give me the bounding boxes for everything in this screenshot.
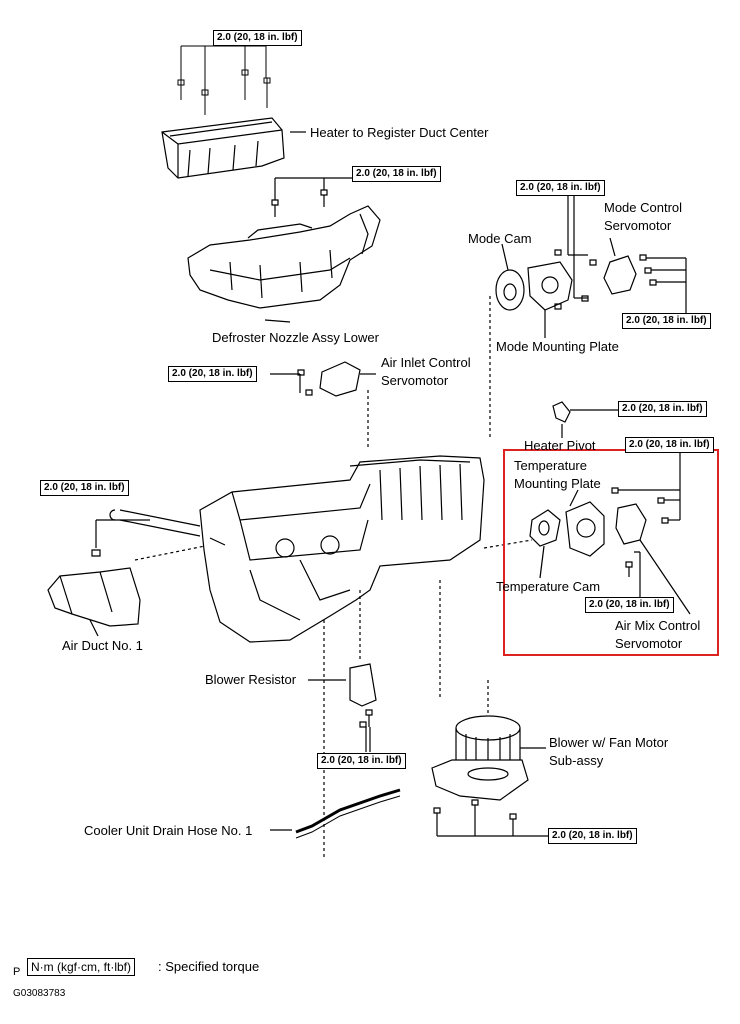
highlight-box: [503, 449, 719, 656]
blower-part: [431, 580, 548, 837]
label-blower-line2: Sub-assy: [549, 753, 604, 768]
label-air-duct: Air Duct No. 1: [62, 638, 143, 653]
label-heater-duct: Heater to Register Duct Center: [310, 125, 489, 140]
label-mode-cam: Mode Cam: [468, 231, 532, 246]
label-temp-plate-line2: Mounting Plate: [514, 476, 601, 491]
torque-label-temp-plate: 2.0 (20, 18 in. lbf): [625, 437, 714, 453]
torque-label-mode-servo: 2.0 (20, 18 in. lbf): [622, 313, 711, 329]
torque-label-air-duct: 2.0 (20, 18 in. lbf): [40, 480, 129, 496]
heater-duct-part: [161, 117, 285, 179]
heater-pivot-part: [552, 401, 618, 438]
torque-label-heater-pivot: 2.0 (20, 18 in. lbf): [618, 401, 707, 417]
label-air-mix-line2: Servomotor: [615, 636, 683, 651]
drain-hose-part: [270, 788, 401, 839]
label-air-inlet-line1: Air Inlet Control: [381, 355, 471, 370]
label-blower-resistor: Blower Resistor: [205, 672, 297, 687]
blower-resistor-part: [308, 590, 377, 860]
label-mode-servo-line2: Servomotor: [604, 218, 672, 233]
hvac-unit-part: [91, 455, 485, 643]
label-blower-line1: Blower w/ Fan Motor: [549, 735, 669, 750]
label-heater-pivot: Heater Pivot: [524, 438, 596, 453]
torque-label-blower-resistor: 2.0 (20, 18 in. lbf): [317, 753, 406, 769]
footer-code: G03083783: [13, 988, 66, 999]
defroster-nozzle-part: [187, 177, 381, 323]
label-air-mix-line1: Air Mix Control: [615, 618, 701, 633]
label-temp-cam: Temperature Cam: [496, 579, 601, 594]
temperature-assembly-part: [483, 452, 691, 615]
torque-label-air-mix: 2.0 (20, 18 in. lbf): [585, 597, 674, 613]
torque-label-heater-duct: 2.0 (20, 18 in. lbf): [213, 30, 302, 46]
label-mode-plate: Mode Mounting Plate: [496, 339, 619, 354]
heater-duct-bolts: [177, 45, 306, 133]
label-drain-hose: Cooler Unit Drain Hose No. 1: [84, 823, 253, 838]
torque-label-defroster: 2.0 (20, 18 in. lbf): [352, 166, 441, 182]
air-inlet-servo-part: [270, 361, 376, 450]
label-mode-servo-line1: Mode Control: [604, 200, 683, 215]
air-duct-part: [47, 545, 206, 637]
torque-label-mode-plate: 2.0 (20, 18 in. lbf): [516, 180, 605, 196]
legend-torque-unit: N·m (kgf·cm, ft·lbf): [27, 958, 135, 976]
mode-assembly-part: [489, 196, 687, 440]
label-defroster-nozzle: Defroster Nozzle Assy Lower: [212, 330, 379, 345]
torque-label-air-inlet: 2.0 (20, 18 in. lbf): [168, 366, 257, 382]
label-temp-plate-line1: Temperature: [514, 458, 587, 473]
legend-text: : Specified torque: [158, 959, 260, 974]
label-air-inlet-line2: Servomotor: [381, 373, 449, 388]
footer-prefix: P: [13, 966, 21, 978]
torque-label-blower: 2.0 (20, 18 in. lbf): [548, 828, 637, 844]
